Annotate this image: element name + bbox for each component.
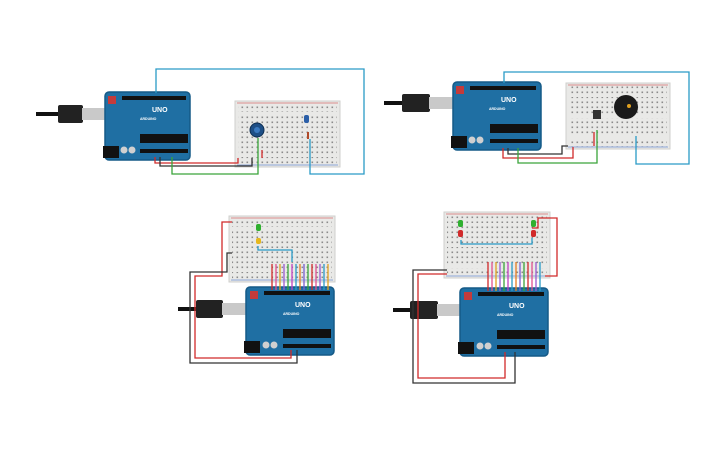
board-logo: UNO bbox=[152, 107, 168, 114]
usb-cable bbox=[393, 301, 464, 319]
board-logo: UNO bbox=[509, 303, 525, 310]
breadboard[interactable] bbox=[228, 215, 336, 283]
board-logo: UNO bbox=[295, 302, 311, 309]
arduino-uno-board[interactable]: UNO ARDUINO bbox=[103, 91, 191, 161]
power-jack bbox=[458, 342, 474, 354]
circuit-traffic-light-1[interactable]: UNO ARDUINO bbox=[178, 215, 336, 364]
wires bbox=[189, 221, 329, 364]
power-jack bbox=[451, 136, 467, 148]
wires bbox=[502, 71, 690, 165]
usb-cable bbox=[36, 105, 110, 123]
usb-cable bbox=[384, 94, 456, 112]
green-led bbox=[256, 224, 261, 231]
power-jack bbox=[244, 341, 260, 353]
breadboard[interactable] bbox=[565, 82, 671, 150]
reset-button[interactable] bbox=[464, 292, 472, 300]
microcontroller-chip bbox=[283, 329, 331, 338]
microcontroller-chip bbox=[497, 330, 545, 339]
green-led bbox=[458, 220, 536, 227]
board-brand: ARDUINO bbox=[489, 107, 506, 111]
reset-button[interactable] bbox=[108, 96, 116, 104]
arduino-uno-board[interactable]: UNO ARDUINO bbox=[244, 286, 335, 356]
arduino-uno-board[interactable]: UNO ARDUINO bbox=[458, 287, 549, 357]
board-brand: ARDUINO bbox=[283, 312, 300, 316]
potentiometer[interactable] bbox=[249, 122, 265, 138]
usb-cable bbox=[178, 300, 250, 318]
power-jack bbox=[103, 146, 119, 158]
reset-button[interactable] bbox=[456, 86, 464, 94]
piezo-buzzer[interactable] bbox=[614, 95, 638, 119]
circuit-traffic-light-2[interactable]: UNO ARDUINO bbox=[393, 211, 558, 384]
red-led bbox=[458, 230, 536, 237]
yellow-led bbox=[256, 238, 261, 244]
circuit-buzzer[interactable]: UNO ARDUINO bbox=[384, 71, 690, 165]
arduino-uno-board[interactable]: UNO ARDUINO bbox=[451, 81, 542, 151]
led bbox=[304, 115, 309, 139]
board-logo: UNO bbox=[501, 97, 517, 104]
board-brand: ARDUINO bbox=[497, 313, 514, 317]
wires bbox=[154, 68, 365, 175]
microcontroller-chip bbox=[140, 134, 188, 143]
microcontroller-chip bbox=[490, 124, 538, 133]
board-brand: ARDUINO bbox=[140, 117, 157, 121]
circuit-potentiometer[interactable]: UNO ARDUINO bbox=[36, 68, 365, 175]
wires bbox=[412, 217, 558, 384]
reset-button[interactable] bbox=[250, 291, 258, 299]
sensor bbox=[593, 110, 601, 119]
